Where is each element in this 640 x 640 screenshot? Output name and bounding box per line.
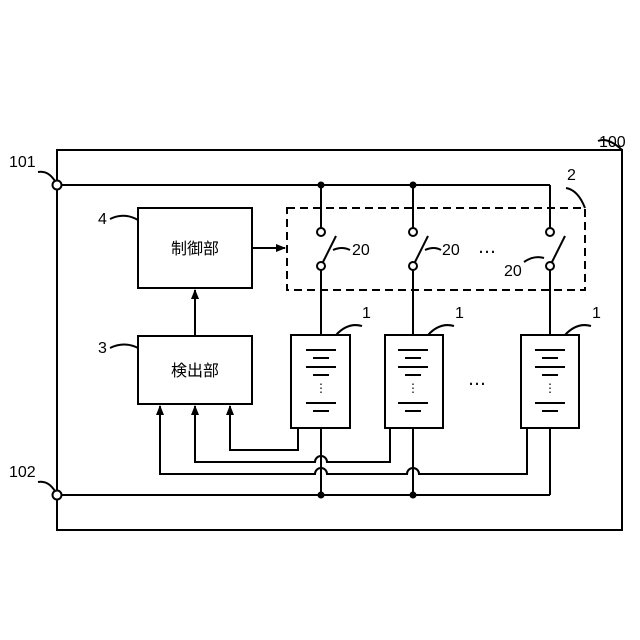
detection-unit-label: 検出部 <box>171 361 219 380</box>
battery-3-dots: ⋮ <box>544 381 556 395</box>
switch-2-label: 20 <box>442 242 460 259</box>
battery-1-leader <box>336 325 362 335</box>
detection-unit-ref: 3 <box>98 340 107 357</box>
switch-1-leader <box>333 248 350 250</box>
switch-3-blade <box>552 236 565 262</box>
switch-2-leader <box>425 248 441 250</box>
terminal-101 <box>53 181 62 190</box>
control-unit-leader <box>110 216 138 220</box>
battery-2-label: 1 <box>455 305 464 322</box>
switch-group-label: 2 <box>567 167 576 184</box>
battery-ellipsis: … <box>468 369 486 390</box>
switch-1-label: 20 <box>352 242 370 259</box>
switch-3-upper-contact <box>546 228 554 236</box>
terminal-101-label: 101 <box>9 154 36 171</box>
terminal-102 <box>53 491 62 500</box>
battery-3-label: 1 <box>592 305 601 322</box>
switch-2-lower-contact <box>409 262 417 270</box>
sense-line-1 <box>230 406 298 450</box>
battery-1-label: 1 <box>362 305 371 322</box>
battery-3-leader <box>565 325 591 335</box>
terminal-102-label: 102 <box>9 464 36 481</box>
switch-3-label: 20 <box>504 263 522 280</box>
switch-1-upper-contact <box>317 228 325 236</box>
switch-2-upper-contact <box>409 228 417 236</box>
control-unit-ref: 4 <box>98 211 107 228</box>
battery-2-dots: ⋮ <box>407 381 419 395</box>
device-label: 100 <box>599 134 626 151</box>
switch-3-lower-contact <box>546 262 554 270</box>
control-unit-label: 制御部 <box>171 239 219 258</box>
switch-ellipsis: … <box>478 237 496 258</box>
battery-1-dots: ⋮ <box>315 381 327 395</box>
detection-unit-leader <box>110 345 138 349</box>
switch-group-leader <box>566 188 585 208</box>
switch-1-lower-contact <box>317 262 325 270</box>
switch-3-leader <box>524 257 544 262</box>
battery-2-leader <box>428 325 454 335</box>
